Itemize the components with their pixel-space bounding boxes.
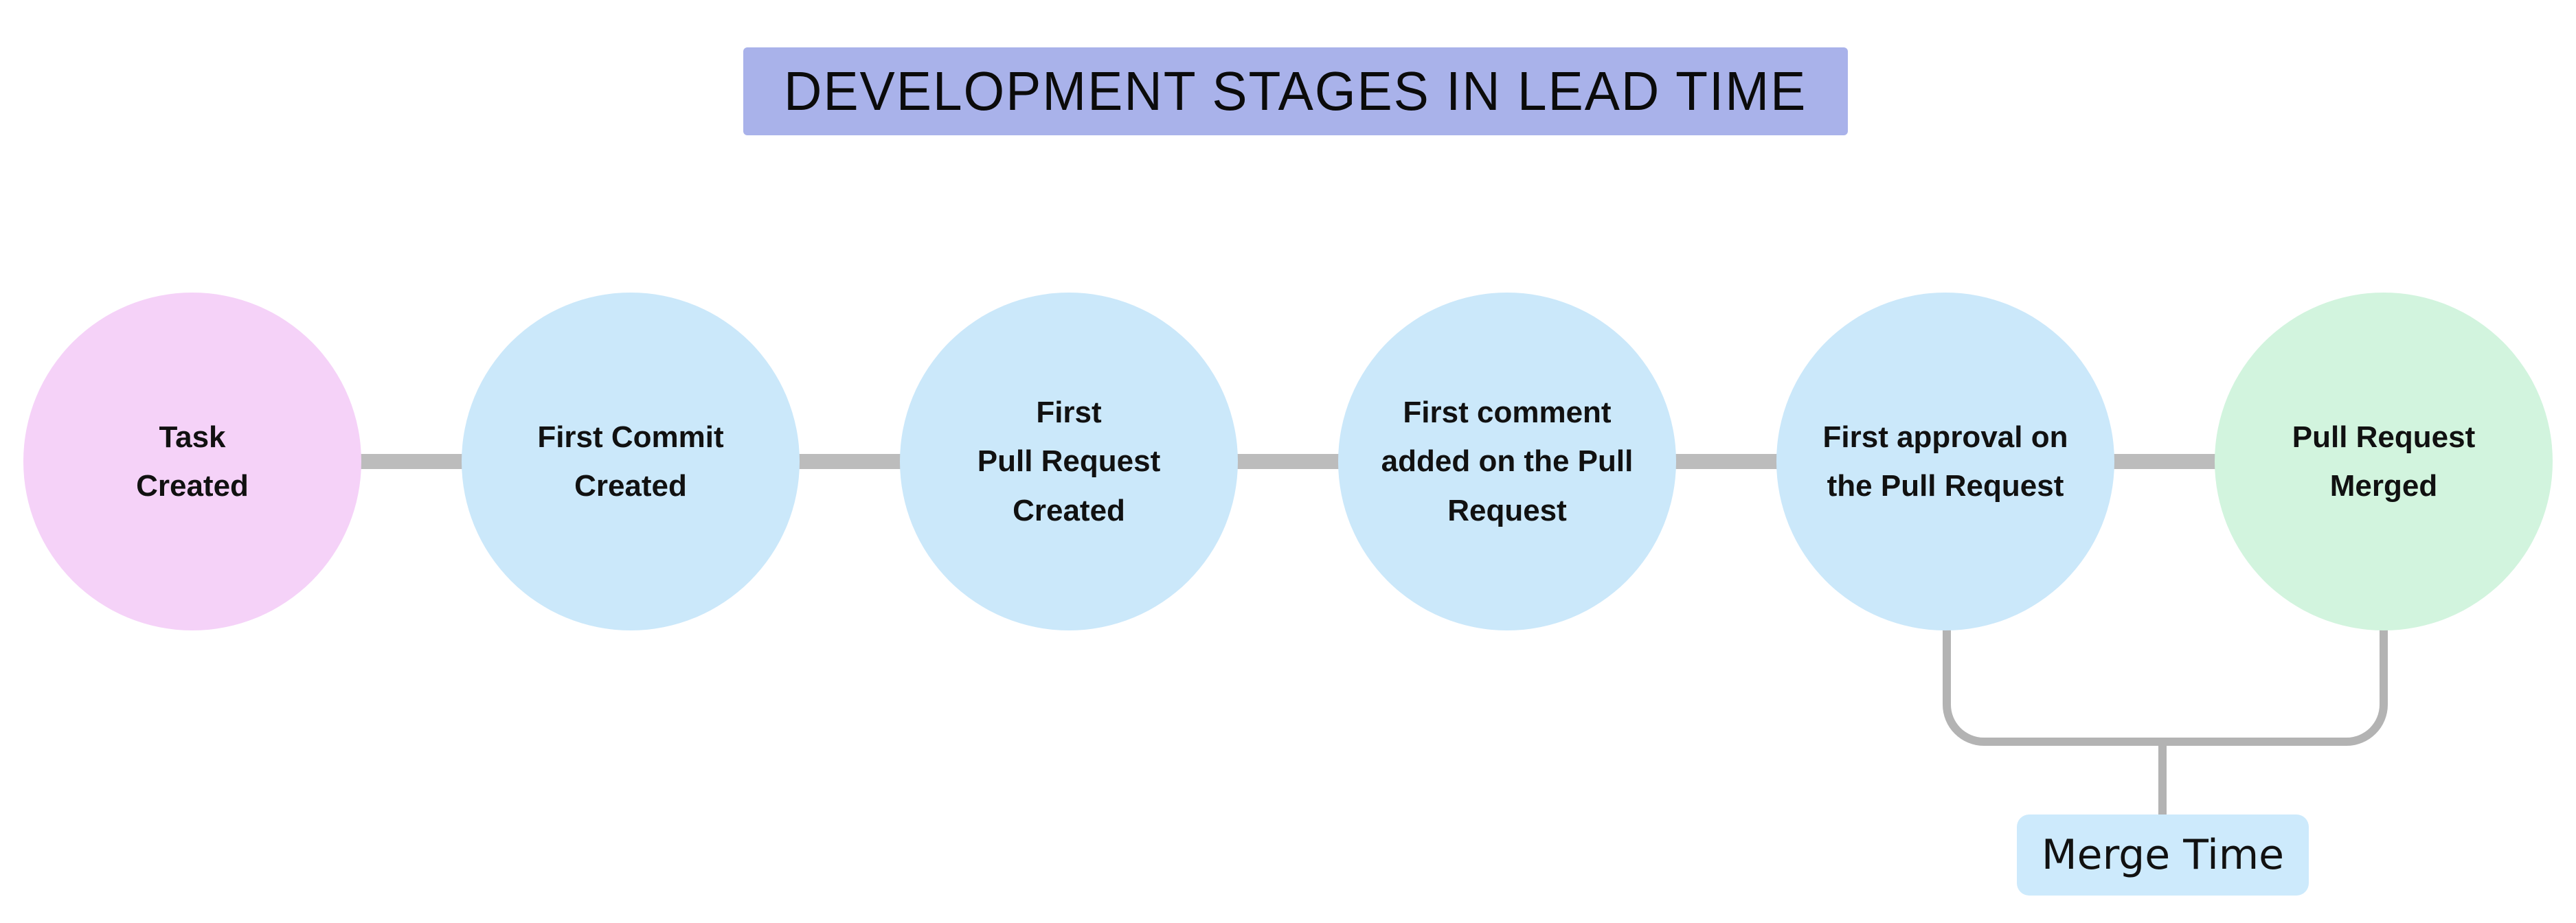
merge-time-bracket-stem	[2158, 742, 2167, 816]
stage-circle-task-created: Task Created	[23, 293, 361, 630]
merge-time-bracket	[1943, 610, 2388, 746]
merge-time-label: Merge Time	[2017, 814, 2309, 896]
stage-circle-first-pull-request-created: First Pull Request Created	[900, 293, 1238, 630]
stage-circle-first-commit-created: First Commit Created	[462, 293, 800, 630]
stage-circle-pull-request-merged: Pull Request Merged	[2215, 293, 2553, 630]
merge-time-label-text: Merge Time	[2041, 831, 2285, 879]
stage-circle-first-approval: First approval on the Pull Request	[1776, 293, 2114, 630]
title-banner: DEVELOPMENT STAGES IN LEAD TIME	[743, 47, 1848, 135]
diagram-title: DEVELOPMENT STAGES IN LEAD TIME	[784, 60, 1807, 122]
stage-circle-first-comment-added: First comment added on the Pull Request	[1338, 293, 1676, 630]
